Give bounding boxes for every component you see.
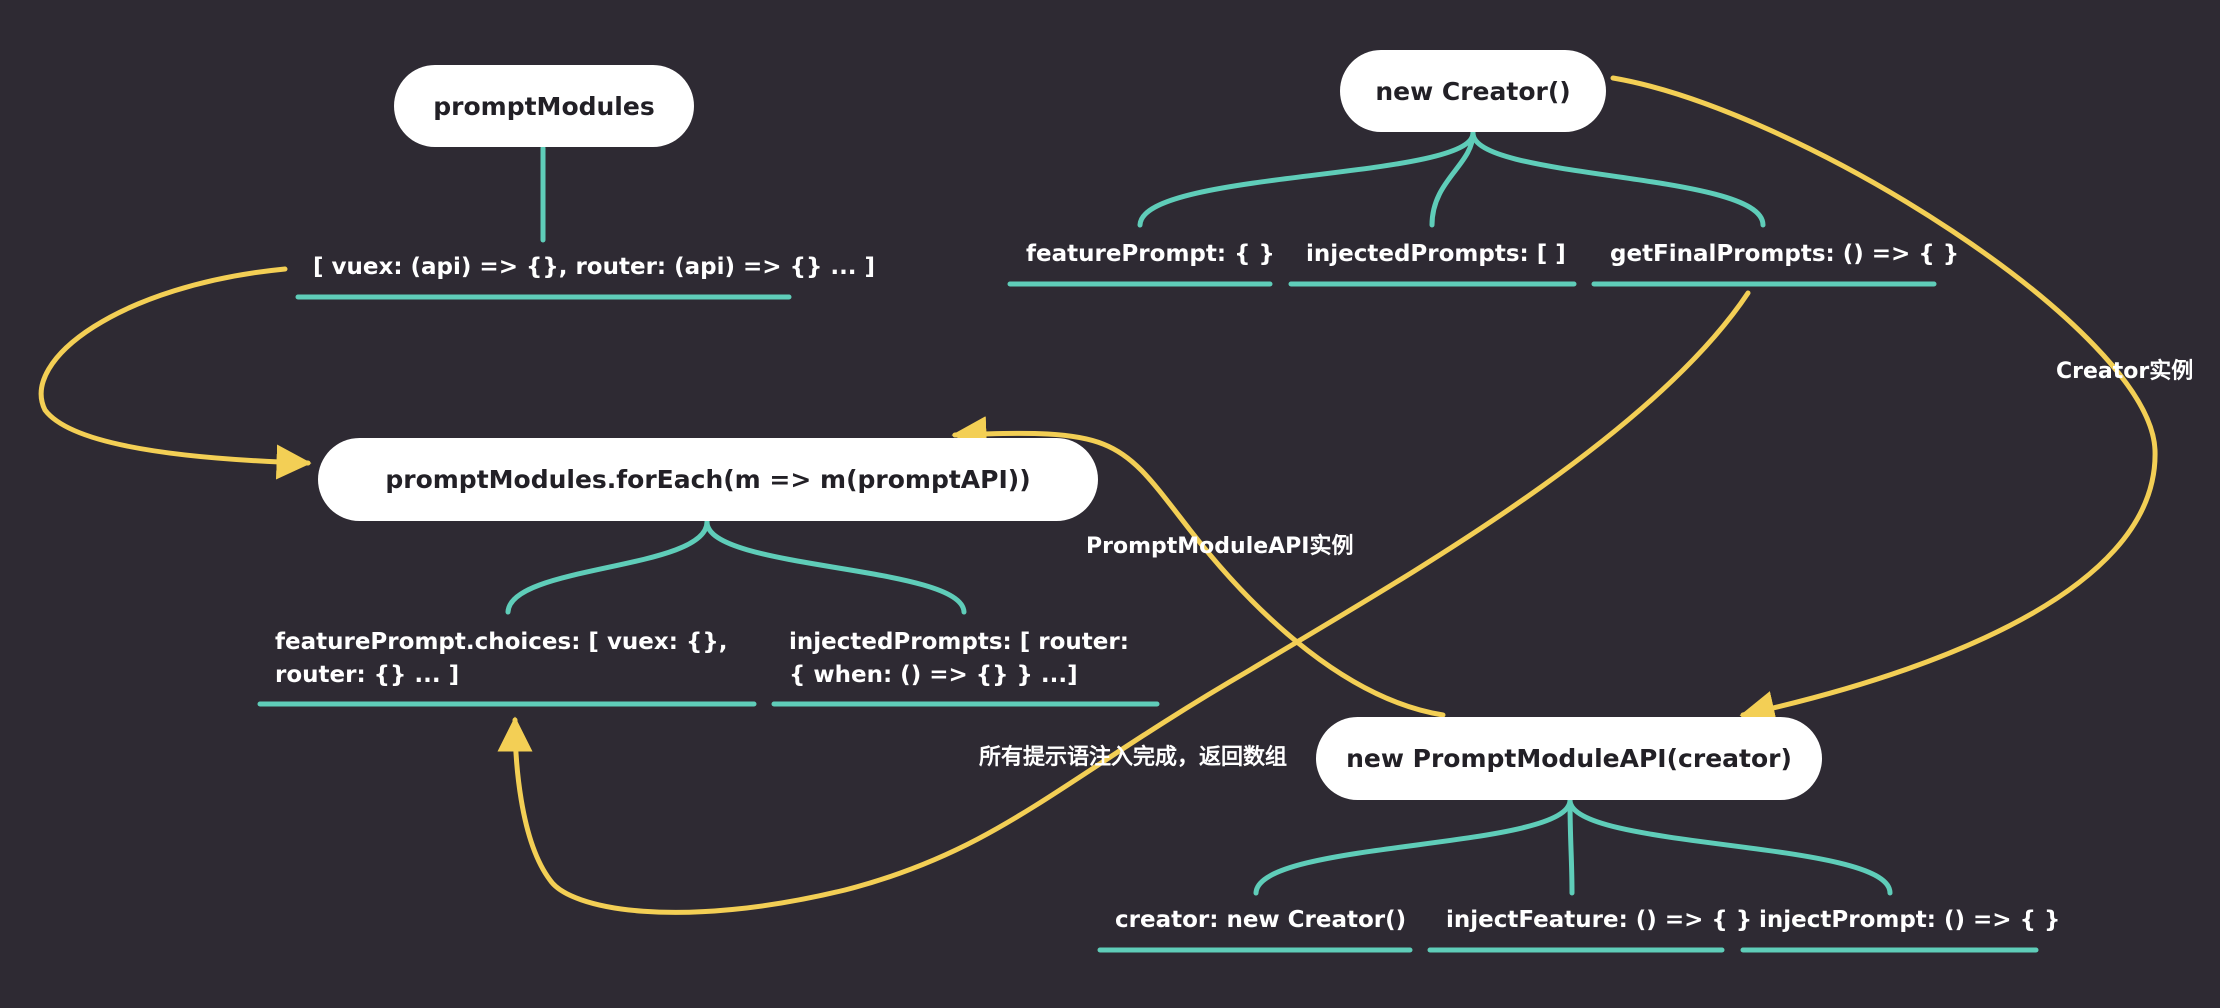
node-prompt-modules[interactable]: promptModules: [394, 65, 694, 147]
edge-label-creator-instance: Creator实例: [2056, 359, 2194, 384]
edge-label-prompt-module-api-instance: PromptModuleAPI实例: [1086, 534, 1354, 559]
arrow-api-to-for-each: [951, 416, 1446, 718]
link-api-to-creator: [1253, 797, 1573, 896]
node-for-each-label: promptModules.forEach(m => m(promptAPI)): [385, 465, 1031, 494]
node-new-prompt-module-api-label: new PromptModuleAPI(creator): [1346, 744, 1792, 773]
leaf-api-inject-feature: injectFeature: () => { }: [1446, 907, 1753, 933]
link-for-each-to-injected: [704, 519, 967, 615]
leaf-api-inject-prompt: injectPrompt: () => { }: [1759, 907, 2061, 933]
link-creator-to-get-final-prompts: [1470, 130, 1766, 228]
arrow-array-to-for-each: [38, 266, 312, 480]
node-new-creator-label: new Creator(): [1375, 76, 1571, 106]
edge-label-all-injected-return-array: 所有提示语注入完成，返回数组: [979, 745, 1288, 770]
leaf-creator-injected-prompts: injectedPrompts: [ ]: [1306, 241, 1566, 267]
leaf-api-creator: creator: new Creator(): [1115, 907, 1407, 933]
leaf-creator-feature-prompt: featurePrompt: { }: [1026, 241, 1275, 267]
link-api-to-inject-feature: [1567, 797, 1575, 896]
link-creator-to-feature-prompt: [1137, 130, 1476, 228]
arrow-get-final-prompts-to-choices: [497, 290, 1751, 915]
leaf-creator-get-final-prompts: getFinalPrompts: () => { }: [1610, 241, 1960, 267]
link-for-each-to-choices: [505, 519, 710, 615]
leaf-modules-array: [ vuex: (api) => {}, router: (api) => {}…: [313, 254, 876, 280]
node-new-creator[interactable]: new Creator(): [1340, 50, 1606, 132]
node-prompt-modules-label: promptModules: [433, 91, 655, 121]
link-creator-to-injected-prompts: [1429, 130, 1476, 228]
leaf-feature-choices: featurePrompt.choices: [ vuex: {}, route…: [275, 629, 728, 688]
node-for-each[interactable]: promptModules.forEach(m => m(promptAPI)): [318, 438, 1098, 521]
link-api-to-inject-prompt: [1567, 797, 1893, 896]
leaf-injected-router: injectedPrompts: [ router: { when: () =>…: [789, 629, 1129, 688]
node-new-prompt-module-api[interactable]: new PromptModuleAPI(creator): [1316, 717, 1822, 800]
arrow-creator-to-api: [1610, 75, 2158, 726]
